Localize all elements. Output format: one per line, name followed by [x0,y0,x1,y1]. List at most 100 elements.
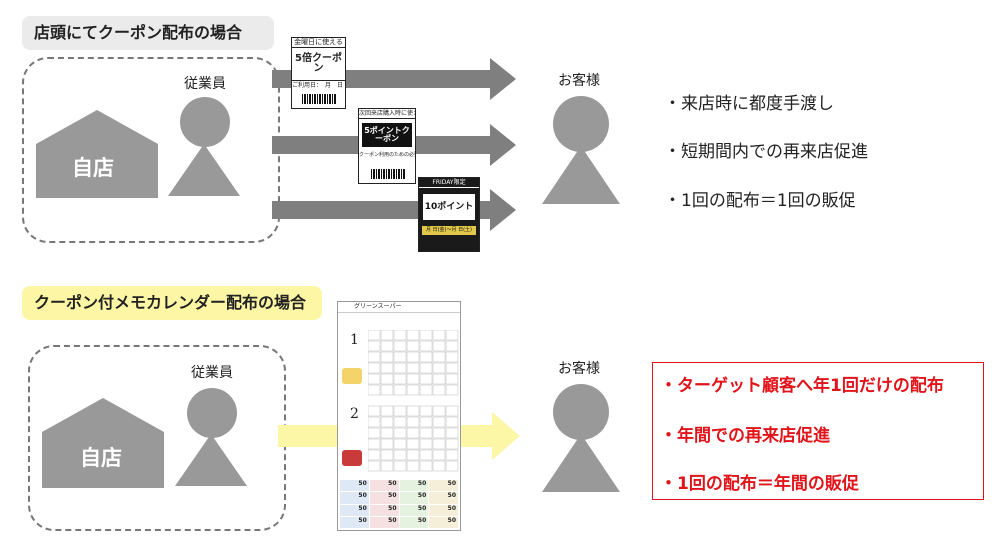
calendar-coupon-cell: 50 [340,504,369,516]
calendar-coupon-cell: 50 [429,516,458,528]
calendar-month-2: 2 [350,406,359,422]
calendar-cell [419,416,433,428]
calendar-cell [432,449,446,461]
calendar-cell [368,340,381,352]
calendar-cell [432,460,446,472]
s2-bullet-1: ・ターゲット顧客へ年1回だけの配布 [660,376,944,396]
calendar-cell [393,340,407,352]
calendar-cell [393,460,407,472]
calendar-cell [445,384,459,396]
calendar-coupon-cell: 50 [399,492,429,504]
customer-body-1 [542,146,620,204]
calendar-cell [380,416,394,428]
calendar-cell [432,416,446,428]
calendar-cell [432,405,446,417]
staff-head-2 [187,388,237,438]
section1-title: 店頭にてクーポン配布の場合 [22,16,274,50]
store-label-2: 自店 [80,446,122,470]
coupon-3-top: FRIDAY限定 [419,178,479,188]
calendar-cell [432,384,446,396]
calendar-cell [368,405,381,417]
staff-label: 従業員 [184,76,226,92]
calendar-cell [393,384,407,396]
calendar-cell [380,449,394,461]
calendar-cell [445,340,459,352]
calendar-cell [406,438,420,450]
arrow-3 [272,189,516,231]
calendar-cell [406,460,420,472]
calendar-cell [368,427,381,439]
calendar-cell [368,351,381,363]
staff-body-2 [175,434,247,486]
calendar-cell [368,416,381,428]
calendar-cell [393,449,407,461]
calendar-cell [406,449,420,461]
customer-head-1 [553,96,609,152]
customer-label-2: お客様 [558,361,600,377]
calendar-coupon-cell: 50 [340,516,369,528]
s2-bullet-2: ・年間での再来店促進 [660,426,830,446]
calendar-cell [368,438,381,450]
calendar-cell [393,405,407,417]
calendar-cell [419,405,433,417]
coupon-3: FRIDAY限定 10ポイント 月 日(金)〜月 日(土) [418,177,480,252]
customer-label-1: お客様 [558,73,600,89]
s1-bullet-3: ・1回の配布＝1回の販促 [664,191,856,211]
calendar-cell [445,427,459,439]
calendar-cell [432,427,446,439]
coupon-1: 金曜日に使える 5倍クーポン ご利用日： 月 日（ ） [291,37,346,109]
calendar-cell [368,373,381,385]
calendar-cell [445,351,459,363]
calendar-cell [406,416,420,428]
coupon-2-main: 5ポイントクーポン [364,126,410,143]
calendar-header: グリーンスーパー [338,302,460,313]
calendar-cell [432,351,446,363]
coupon-2: 次回来店購入時に使える 5ポイントクーポン クーポン利用のための必要会員 [358,108,416,184]
calendar-cell [432,340,446,352]
calendar-cell [432,362,446,374]
coupon-2-sub: クーポン利用のための必要会員 [359,152,415,158]
calendar-cell [380,384,394,396]
calendar-cell [380,330,394,341]
calendar-coupon-cell: 50 [399,516,429,528]
calendar-coupon-cell: 50 [369,516,399,528]
calendar-cell [419,362,433,374]
result-box [652,362,984,500]
calendar-grid [368,330,459,472]
calendar-cell [445,449,459,461]
calendar-cell [445,330,459,341]
customer-head-2 [553,384,609,440]
s1-bullet-1: ・来店時に都度手渡し [664,94,834,114]
coupon-2-barcode [371,169,405,179]
calendar-cell [432,438,446,450]
calendar-cell [419,330,433,341]
calendar-cell [406,362,420,374]
section2-title: クーポン付メモカレンダー配布の場合 [22,286,322,320]
s2-bullet-3: ・1回の配布＝年間の販促 [660,474,859,494]
calendar-cell [406,373,420,385]
calendar-cell [393,438,407,450]
calendar-cell [368,460,381,472]
calendar-cell [380,460,394,472]
calendar-cell [445,362,459,374]
calendar-cell [406,330,420,341]
calendar-cell [393,351,407,363]
coupon-3-sub: 月 日(金)〜月 日(土) [422,226,476,235]
calendar-cell [380,373,394,385]
calendar-cell [368,330,381,341]
calendar-cell [393,416,407,428]
calendar-cell [419,373,433,385]
calendar-cell [380,438,394,450]
calendar-photo-1 [342,368,362,384]
calendar-cell [445,416,459,428]
calendar-cell [419,384,433,396]
arrow-1 [272,58,516,100]
calendar-cell [380,362,394,374]
calendar-cell [406,351,420,363]
calendar-cell [445,405,459,417]
calendar-cell [419,340,433,352]
calendar-cell [368,449,381,461]
calendar-cell [432,373,446,385]
store-icon-2 [42,398,164,488]
